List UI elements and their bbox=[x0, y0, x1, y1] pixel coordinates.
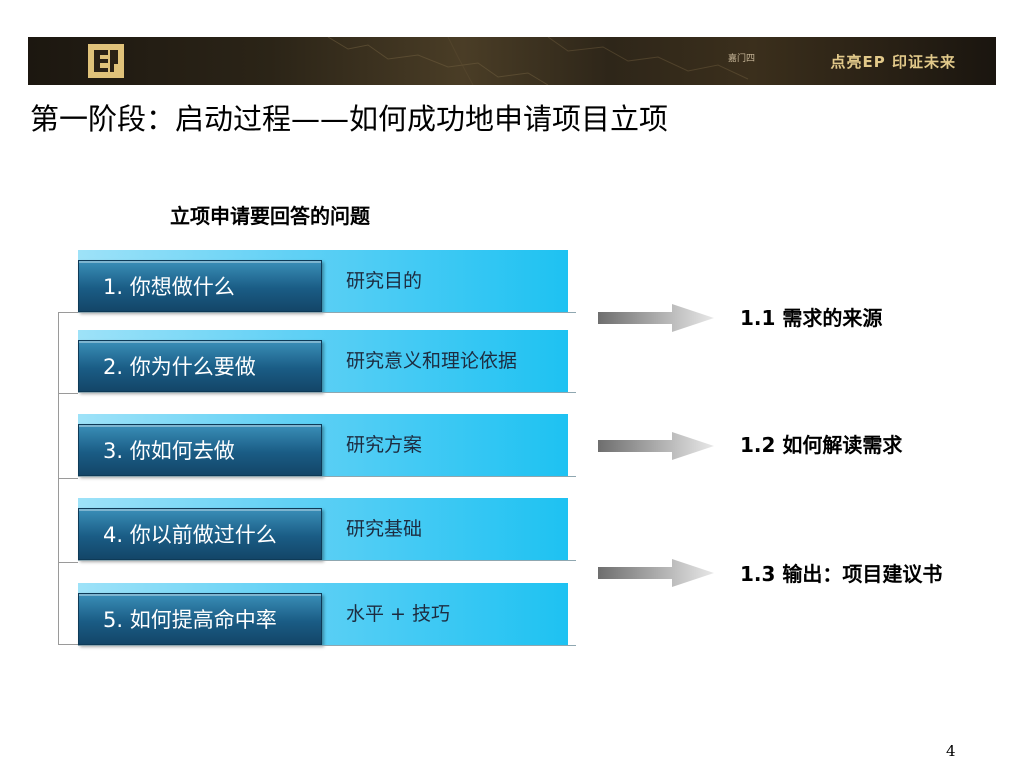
question-row: 5. 如何提高命中率 水平 + 技巧 bbox=[78, 583, 576, 646]
arrow-right-icon bbox=[598, 432, 714, 460]
result-text: 1.2 如何解读需求 bbox=[740, 433, 903, 457]
question-label: 1. 你想做什么 bbox=[78, 260, 322, 312]
page-title: 第一阶段：启动过程——如何成功地申请项目立项 bbox=[30, 102, 669, 136]
question-desc: 研究方案 bbox=[346, 434, 423, 456]
header-banner: 嘉门四 点亮EP 印证未来 bbox=[28, 37, 996, 85]
question-label: 2. 你为什么要做 bbox=[78, 340, 322, 392]
map-background bbox=[327, 37, 749, 85]
question-desc: 研究意义和理论依据 bbox=[346, 350, 518, 372]
question-label: 3. 你如何去做 bbox=[78, 424, 322, 476]
question-row: 2. 你为什么要做 研究意义和理论依据 bbox=[78, 330, 576, 393]
brand-mark: 嘉门四 bbox=[728, 54, 756, 64]
question-row: 1. 你想做什么 研究目的 bbox=[78, 250, 576, 313]
bracket-horizontal-line bbox=[58, 644, 78, 645]
arrow-right-icon bbox=[598, 304, 714, 332]
question-row: 4. 你以前做过什么 研究基础 bbox=[78, 498, 576, 561]
row-divider bbox=[78, 392, 576, 393]
result-text: 1.1 需求的来源 bbox=[740, 306, 883, 330]
row-divider bbox=[78, 312, 576, 313]
question-row: 3. 你如何去做 研究方案 bbox=[78, 414, 576, 477]
banner-slogan: 点亮EP 印证未来 bbox=[830, 53, 956, 71]
bracket-horizontal-line bbox=[58, 478, 78, 479]
question-desc: 研究基础 bbox=[346, 518, 423, 540]
bracket-horizontal-line bbox=[58, 312, 78, 313]
row-divider bbox=[78, 645, 576, 646]
question-label: 5. 如何提高命中率 bbox=[78, 593, 322, 645]
question-desc: 研究目的 bbox=[346, 270, 423, 292]
bracket-horizontal-line bbox=[58, 562, 78, 563]
ep-logo-icon bbox=[88, 44, 124, 78]
row-divider bbox=[78, 560, 576, 561]
bracket-horizontal-line bbox=[58, 393, 78, 394]
row-divider bbox=[78, 476, 576, 477]
arrow-right-icon bbox=[598, 559, 714, 587]
page-number: 4 bbox=[946, 742, 956, 760]
result-text: 1.3 输出：项目建议书 bbox=[740, 562, 943, 586]
section-title: 立项申请要回答的问题 bbox=[170, 204, 370, 228]
question-desc: 水平 + 技巧 bbox=[346, 603, 450, 625]
question-label: 4. 你以前做过什么 bbox=[78, 508, 322, 560]
